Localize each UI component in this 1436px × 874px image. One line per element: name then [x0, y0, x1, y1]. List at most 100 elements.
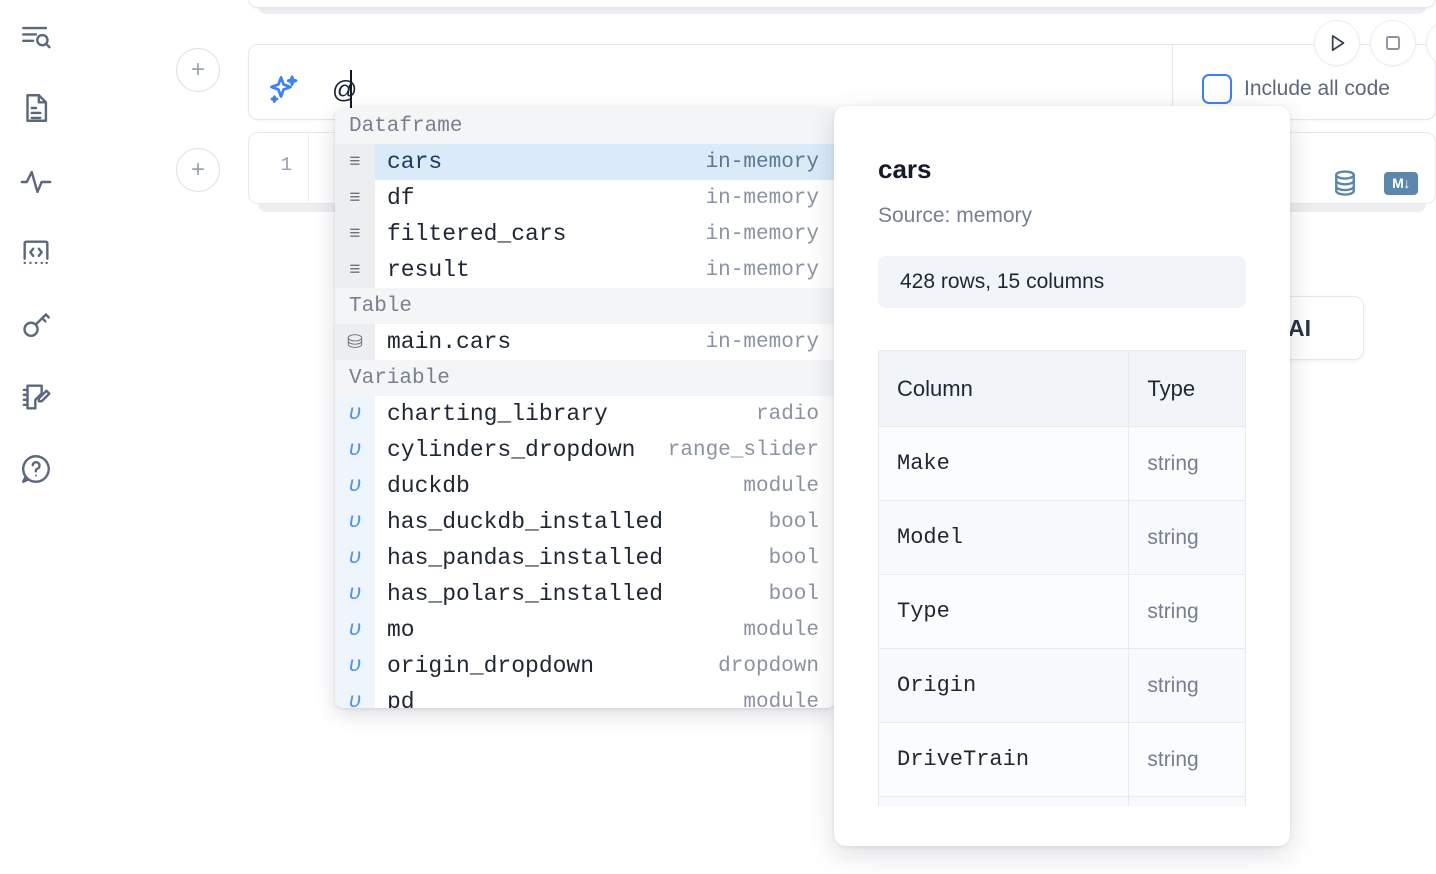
help-question-icon[interactable]: [14, 447, 58, 491]
preview-source: Source: memory: [878, 204, 1033, 227]
autocomplete-item-name: has_duckdb_installed: [387, 509, 664, 535]
key-icon[interactable]: [14, 303, 58, 347]
code-cell-icons: M↓: [1330, 168, 1418, 198]
cell-above: [248, 0, 1436, 8]
autocomplete-item-type: in-memory: [705, 222, 819, 246]
autocomplete-item[interactable]: ⛁ main.cars in-memory: [335, 324, 835, 360]
preview-column-type: string: [1128, 574, 1246, 649]
autocomplete-item[interactable]: υ has_duckdb_installed bool: [335, 504, 835, 540]
explore-search-icon[interactable]: [14, 16, 58, 60]
autocomplete-item-type: in-memory: [705, 258, 819, 282]
autocomplete-item-type: bool: [768, 546, 819, 570]
autocomplete-item[interactable]: ≡ df in-memory: [335, 180, 835, 216]
autocomplete-item-type: range_slider: [667, 438, 819, 462]
autocomplete-item-name: duckdb: [387, 473, 470, 499]
preview-table-header-cell: Type: [1128, 350, 1246, 427]
include-all-code-row[interactable]: Include all code: [1202, 74, 1390, 104]
autocomplete-item-name: origin_dropdown: [387, 653, 595, 679]
autocomplete-item-type: module: [743, 474, 819, 498]
preview-column-name: DriveTrain: [877, 722, 1130, 797]
autocomplete-item[interactable]: υ origin_dropdown dropdown: [335, 648, 835, 684]
variable-icon: υ: [335, 468, 375, 504]
run-button[interactable]: [1314, 20, 1360, 66]
add-cell-button-top[interactable]: +: [176, 48, 220, 92]
autocomplete-item-name: cars: [387, 149, 443, 175]
add-cell-button-bottom[interactable]: +: [176, 148, 220, 192]
autocomplete-item-name: mo: [387, 617, 415, 643]
text-caret: [350, 70, 352, 108]
autocomplete-item[interactable]: ≡ cars in-memory: [335, 144, 835, 180]
autocomplete-item-name: result: [387, 257, 470, 283]
autocomplete-item-type: in-memory: [705, 330, 819, 354]
code-cell-gutter-divider: [308, 133, 309, 203]
activity-pulse-icon[interactable]: [14, 160, 58, 204]
autocomplete-item-type: in-memory: [705, 186, 819, 210]
preview-column-type: [1128, 796, 1246, 806]
preview-column-type: string: [1128, 426, 1246, 501]
dataframe-icon: ≡: [335, 180, 375, 216]
left-icon-rail: [0, 0, 72, 874]
code-brackets-icon[interactable]: [14, 231, 58, 275]
autocomplete-group-header: Dataframe: [335, 108, 835, 144]
variable-icon: υ: [335, 648, 375, 684]
preview-title: cars: [878, 154, 932, 184]
preview-table-row: [877, 796, 1246, 806]
autocomplete-item-name: main.cars: [387, 329, 512, 355]
autocomplete-item-name: charting_library: [387, 401, 608, 427]
autocomplete-item-type: radio: [755, 402, 819, 426]
include-all-code-checkbox[interactable]: [1202, 74, 1232, 104]
autocomplete-item-type: module: [743, 618, 819, 642]
autocomplete-group-header: Variable: [335, 360, 835, 396]
code-line-number: 1: [280, 154, 292, 176]
dataframe-icon: ≡: [335, 252, 375, 288]
variable-icon: υ: [335, 432, 375, 468]
dataframe-icon: ≡: [335, 216, 375, 252]
autocomplete-item-type: bool: [768, 582, 819, 606]
table-icon: ⛁: [335, 324, 375, 360]
autocomplete-item-type: bool: [768, 510, 819, 534]
preview-table-header-cell: Column: [877, 350, 1130, 427]
autocomplete-item-type: dropdown: [718, 654, 819, 678]
dataframe-icon: ≡: [335, 144, 375, 180]
ai-cell-divider: [1172, 44, 1173, 120]
autocomplete-item-name: filtered_cars: [387, 221, 567, 247]
preview-column-type: string: [1128, 500, 1246, 575]
preview-column-name: Origin: [877, 648, 1130, 723]
autocomplete-item-name: df: [387, 185, 415, 211]
sparkle-icon: [266, 72, 302, 108]
autocomplete-item[interactable]: υ has_polars_installed bool: [335, 576, 835, 612]
markdown-badge[interactable]: M↓: [1384, 171, 1418, 195]
variable-icon: υ: [335, 504, 375, 540]
preview-column-name: Make: [877, 426, 1130, 501]
preview-column-type: string: [1128, 722, 1246, 797]
ai-prompt-input[interactable]: @: [332, 76, 358, 104]
preview-column-name: Model: [877, 500, 1130, 575]
database-icon[interactable]: [1330, 168, 1360, 198]
preview-column-type: string: [1128, 648, 1246, 723]
variable-icon: υ: [335, 540, 375, 576]
autocomplete-item-type: in-memory: [705, 150, 819, 174]
variable-icon: υ: [335, 576, 375, 612]
notebook-edit-icon[interactable]: [14, 375, 58, 419]
stop-button[interactable]: [1370, 20, 1416, 66]
autocomplete-item[interactable]: ≡ filtered_cars in-memory: [335, 216, 835, 252]
autocomplete-item-name: cylinders_dropdown: [387, 437, 636, 463]
autocomplete-item[interactable]: υ cylinders_dropdown range_slider: [335, 432, 835, 468]
autocomplete-item-name: has_polars_installed: [387, 581, 664, 607]
cell-above-shadow: [258, 6, 1426, 14]
autocomplete-item[interactable]: ≡ result in-memory: [335, 252, 835, 288]
autocomplete-item-name: pd: [387, 689, 415, 708]
variable-icon: υ: [335, 612, 375, 648]
document-icon[interactable]: [14, 86, 58, 130]
autocomplete-item-type: module: [743, 690, 819, 709]
